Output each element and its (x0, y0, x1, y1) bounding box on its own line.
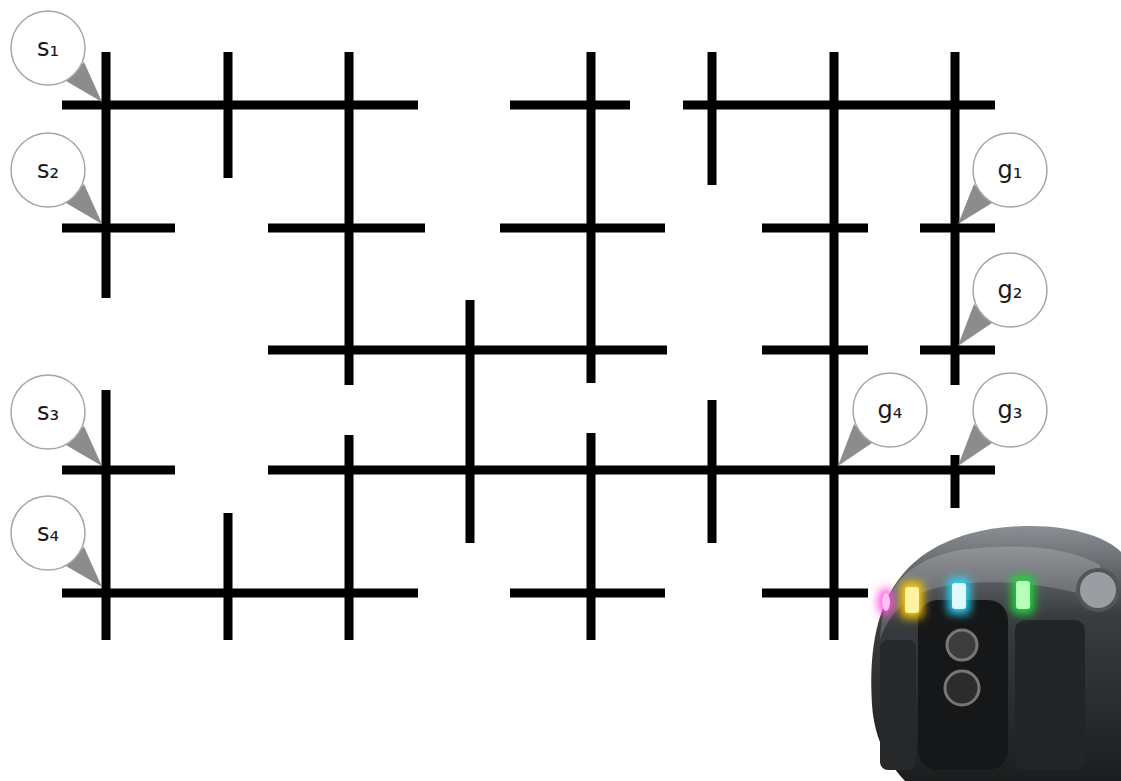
track-line (762, 224, 868, 233)
callout-label: g₃ (972, 372, 1048, 448)
callout-label: s₁ (10, 10, 86, 86)
robot-light (1016, 581, 1030, 609)
track-line (683, 101, 995, 110)
robot-sensor (945, 671, 979, 705)
track-line (268, 466, 995, 475)
track-line (224, 52, 233, 178)
robot-light (952, 583, 966, 609)
callout-circle (973, 373, 1047, 447)
robot-light (905, 587, 919, 613)
track-line (587, 433, 596, 640)
track-lines (62, 52, 995, 640)
callout-circle (973, 253, 1047, 327)
robot-side (1015, 620, 1085, 770)
robot-light (878, 588, 894, 616)
robot-shell (871, 526, 1121, 781)
callout-bubble: s₁ (10, 10, 86, 86)
callout-circle (11, 133, 85, 207)
callout-circle (973, 133, 1047, 207)
track-line (587, 52, 596, 383)
track-line (762, 589, 868, 598)
robot-side (880, 640, 916, 770)
track-line (762, 346, 868, 355)
robot-sensor (947, 630, 977, 660)
track-line (951, 455, 960, 508)
robot-light (901, 582, 923, 618)
track-line (62, 101, 418, 110)
callout-bubble: g₄ (852, 372, 928, 448)
track-line (102, 52, 111, 298)
track-line (62, 224, 175, 233)
callout-bubble: g₁ (972, 132, 1048, 208)
track-line (830, 52, 839, 640)
callout-bubble: s₃ (10, 374, 86, 450)
callout-circle (11, 11, 85, 85)
robot-front-plate (918, 600, 1008, 770)
track-line (62, 466, 175, 475)
callout-bubble: g₂ (972, 252, 1048, 328)
callout-label: s₂ (10, 132, 86, 208)
track-line (102, 390, 111, 640)
track-line (708, 400, 717, 543)
track-line (224, 513, 233, 640)
track-line (708, 52, 717, 185)
callout-circle (853, 373, 927, 447)
track-line (951, 52, 960, 385)
robot-light (882, 593, 890, 611)
robot-light (948, 578, 970, 614)
track-line (345, 435, 354, 640)
callout-bubble: s₄ (10, 495, 86, 571)
callout-bubble: s₂ (10, 132, 86, 208)
robot-illustration (871, 526, 1121, 781)
callout-label: g₁ (972, 132, 1048, 208)
track-line (510, 101, 630, 110)
callout-circle (11, 375, 85, 449)
track-line (345, 52, 354, 385)
callout-circle (11, 496, 85, 570)
callout-bubble: g₃ (972, 372, 1048, 448)
robot-light (1012, 576, 1034, 614)
callout-label: s₄ (10, 495, 86, 571)
callout-pointers (66, 62, 992, 587)
callout-label: s₃ (10, 374, 86, 450)
callout-label: g₄ (852, 372, 928, 448)
callout-label: g₂ (972, 252, 1048, 328)
track-line (466, 300, 475, 543)
track-line (500, 224, 665, 233)
robot-wheel (1078, 570, 1118, 610)
track-line (62, 589, 418, 598)
